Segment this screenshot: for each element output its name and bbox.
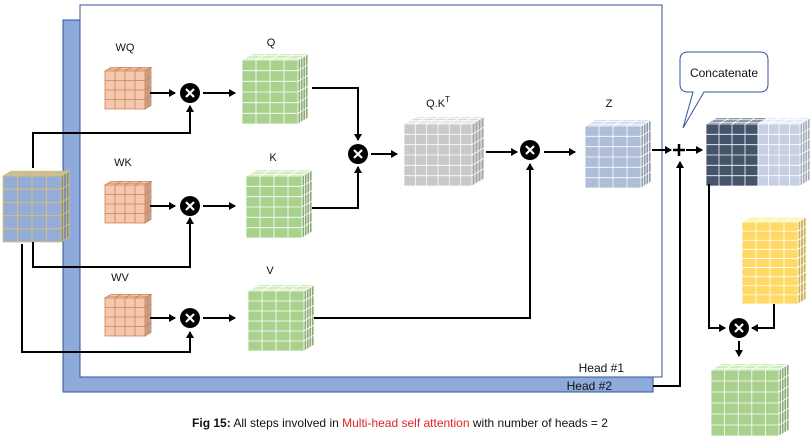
wq-label: WQ — [116, 42, 135, 54]
caption-prefix: Fig 15: — [192, 416, 231, 430]
head2-label: Head #2 — [567, 379, 613, 393]
q-matrix-cube — [240, 53, 310, 125]
wv-label: WV — [111, 272, 129, 284]
wk-label: WK — [114, 157, 132, 169]
arrow-input-to-v-mult — [21, 244, 194, 353]
arrow-head2-to-concat — [653, 161, 684, 387]
wk-weight-cube — [103, 180, 153, 224]
arrow-v-to-z-mult — [314, 163, 534, 319]
q-label: Q — [267, 37, 276, 49]
caption-highlight: Multi-head self attention — [342, 416, 470, 430]
arrow-k-to-qk-mult — [312, 166, 362, 209]
arrow-concat-to-final-mult — [708, 184, 726, 332]
wo-weight-cube — [740, 216, 808, 305]
k-label: K — [269, 152, 277, 164]
caption-before: All steps involved in — [230, 416, 343, 430]
attention-scores-cube — [402, 116, 486, 187]
multiply-icon — [520, 140, 540, 160]
multiply-icon — [348, 144, 368, 164]
head1-panel — [79, 4, 663, 378]
caption-after: with number of heads = 2 — [469, 416, 608, 430]
arrow-q-to-qk-mult — [312, 87, 362, 141]
multiply-icon — [729, 318, 749, 338]
wv-weight-cube — [103, 293, 153, 337]
figure-caption: Fig 15: All steps involved in Multi-head… — [0, 416, 800, 430]
concatenate-label: Concatenate — [690, 66, 758, 80]
output-cube — [709, 363, 791, 437]
arrow-wo-to-final-mult — [751, 304, 775, 332]
wq-weight-cube — [103, 66, 153, 110]
v-label: V — [266, 265, 274, 277]
plus-icon — [673, 144, 685, 156]
multiply-icon — [180, 308, 200, 328]
v-matrix-cube — [246, 284, 316, 352]
arrow-input-to-k-mult — [32, 217, 194, 268]
head1-label: Head #1 — [579, 361, 625, 375]
concat-head2-cube — [756, 117, 810, 187]
z-matrix-cube — [583, 119, 653, 189]
input-embedding-cube — [1, 170, 71, 243]
multiply-icon — [180, 83, 200, 103]
arrow-input-to-q-mult — [32, 105, 194, 168]
connectors — [21, 87, 775, 387]
k-matrix-cube — [244, 169, 314, 239]
qk-label: Q.KT — [426, 95, 450, 110]
concatenate-callout: Concatenate — [679, 51, 769, 129]
multiply-icon — [180, 196, 200, 216]
z-label: Z — [606, 98, 613, 110]
